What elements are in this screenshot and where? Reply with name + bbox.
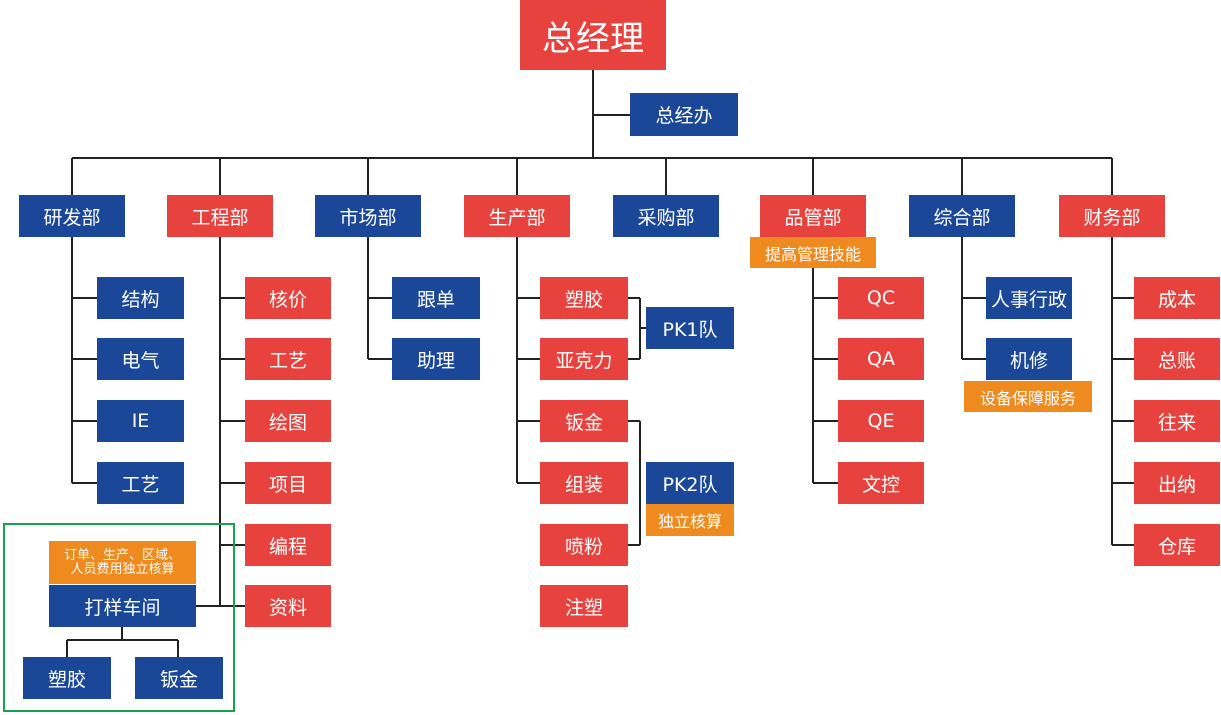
dept-marketing: 市场部 [315,195,421,237]
prod-powder-coating: 喷粉 [540,524,628,566]
dept-finance: 财务部 [1059,195,1165,237]
pk1-team: PK1队 [646,307,734,349]
ga-maintenance: 机修 [986,338,1072,380]
dept-general-affairs: 综合部 [909,195,1015,237]
qa-qa: QA [838,338,924,380]
fin-cashier: 出纳 [1134,462,1220,504]
sample-plastic: 塑胶 [23,657,111,699]
prod-sheet-metal: 钣金 [540,400,628,442]
eng-process: 工艺 [245,338,331,380]
dept-rd: 研发部 [19,195,125,237]
pk2-team: PK2队 [646,462,734,504]
sample-workshop-note-line-2: 人员费用独立核算 [70,561,175,577]
sample-workshop: 打样车间 [49,585,196,627]
qa-qe: QE [838,400,924,442]
eng-drawing: 绘图 [245,400,331,442]
dept-purchasing: 采购部 [613,195,719,237]
office-box: 总经办 [630,93,738,136]
dept-quality: 品管部 [760,195,866,237]
rd-electrical: 电气 [97,338,184,380]
quality-note: 提高管理技能 [750,237,876,268]
sample-workshop-note: 订单、生产、区域、 人员费用独立核算 [49,541,196,584]
mkt-assistant: 助理 [392,338,480,380]
eng-documents: 资料 [245,585,331,627]
dept-production: 生产部 [464,195,570,237]
sample-workshop-note-line-1: 订单、生产、区域、 [63,547,181,563]
prod-injection: 注塑 [540,585,628,627]
ga-maintenance-note: 设备保障服务 [964,381,1092,412]
fin-cost: 成本 [1134,277,1220,319]
prod-assembly: 组装 [540,462,628,504]
eng-project: 项目 [245,462,331,504]
sample-sheet-metal: 钣金 [135,657,223,699]
qa-qc: QC [838,277,924,319]
eng-programming: 编程 [245,524,331,566]
prod-acrylic: 亚克力 [540,338,628,380]
rd-process: 工艺 [97,462,184,504]
eng-pricing: 核价 [245,277,331,319]
ceo-box: 总经理 [520,0,666,70]
ga-hr-admin: 人事行政 [986,277,1072,319]
prod-plastic: 塑胶 [540,277,628,319]
pk2-note: 独立核算 [646,504,734,536]
qa-doc-control: 文控 [838,462,924,504]
fin-general-ledger: 总账 [1134,338,1220,380]
rd-ie: IE [97,400,184,442]
rd-structure: 结构 [97,277,184,319]
dept-engineering: 工程部 [167,195,273,237]
fin-warehouse: 仓库 [1134,524,1220,566]
sample-workshop-frame [3,523,235,712]
fin-accounts: 往来 [1134,400,1220,442]
mkt-order-follow: 跟单 [392,277,480,319]
